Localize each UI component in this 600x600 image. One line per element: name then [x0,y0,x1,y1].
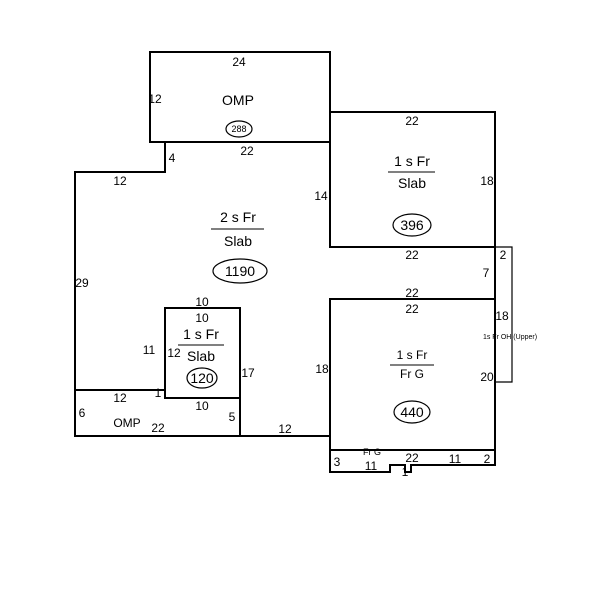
omp-top-name: OMP [222,92,254,108]
dim-omp-top-height: 12 [148,92,162,106]
overhang-name: 1s Fr OH (Upper) [483,334,537,341]
omp-top-area-ellipse [225,120,253,138]
lower-right-area-ellipse [393,400,431,424]
dim-upper-right-bottom: 22 [405,248,419,262]
dim-main-top-left: 12 [113,174,127,188]
dimension-labels: 24 12 22 4 12 29 14 22 18 22 2 7 22 22 1… [75,55,509,479]
dim-frg-11a: 11 [365,459,378,473]
dim-frg-11b: 11 [449,452,462,466]
dim-omp-top-bottom: 22 [240,144,254,158]
omp-top-area: 288 [231,124,246,134]
dim-bottom-12: 12 [278,422,292,436]
dim-upper-right-right: 18 [480,174,494,188]
dim-omp-top-width: 24 [232,55,246,69]
omp-top-outline [149,51,331,143]
dim-step-4: 4 [169,151,176,165]
main-room: 2 s Fr Slab 1190 [211,209,268,284]
dim-inner-right: 17 [241,366,255,380]
dim-lower-right-right-18: 18 [495,309,509,323]
upper-right-outline [329,111,496,248]
upper-right-line2: Slab [398,175,426,191]
small-inner-room: 1 s Fr Slab 120 [178,326,224,389]
upper-right-line1: 1 s Fr [394,153,430,169]
upper-right-area: 396 [400,217,424,233]
upper-right-room: 1 s Fr Slab 396 [388,153,435,237]
dim-upper-right-top: 22 [405,114,419,128]
main-room-area: 1190 [225,263,255,279]
small-inner-area: 120 [190,370,214,386]
dim-omp-bottom-top: 12 [113,391,127,405]
lower-right-line1: 1 s Fr [397,348,428,362]
dim-inner-top-outer: 10 [195,295,209,309]
lower-right-area: 440 [400,404,424,420]
dim-frg-22: 22 [405,451,419,465]
small-inner-area-ellipse [186,367,218,389]
frg-strip-name: Fr G [363,447,381,457]
dim-inner-top-inner: 10 [195,311,209,325]
dim-inner-bottom: 10 [195,399,209,413]
upper-right-area-ellipse [392,213,432,237]
dim-frg-3: 3 [334,455,341,469]
frg-strip-bottom [329,464,496,473]
main-room-area-ellipse [212,258,268,284]
overhang-outline [495,246,513,383]
lower-right-line2: Fr G [400,367,424,381]
main-room-line1: 2 s Fr [220,209,256,225]
dim-lower-right-top-b: 22 [405,302,419,316]
dim-notch-7: 7 [483,266,490,280]
dim-lower-right-right-20: 20 [480,370,494,384]
main-room-line2: Slab [224,233,252,249]
dim-main-right-14: 14 [314,189,328,203]
small-inner-line2: Slab [187,348,215,364]
dim-frg-1: 1 [402,465,409,479]
dim-notch-2: 2 [500,248,507,262]
dim-inner-left-outer: 11 [143,343,156,357]
walls [74,51,513,473]
small-inner-line1: 1 s Fr [183,326,219,342]
dim-inner-left-inner: 12 [167,346,181,360]
dim-inner-bottom-1: 1 [155,386,162,400]
inner-room-outline [164,307,241,399]
dim-lower-right-left: 18 [315,362,329,376]
dim-frg-2: 2 [484,452,491,466]
dim-omp-bottom-bottom: 22 [151,421,165,435]
dim-omp-bottom-right: 5 [229,410,236,424]
omp-bottom-name: OMP [113,416,140,430]
dim-lower-right-top-a: 22 [405,286,419,300]
lower-right-room: 1 s Fr Fr G 440 [390,348,434,424]
omp-top-room: OMP 288 [222,92,254,138]
dim-omp-bottom-left: 6 [79,406,86,420]
main-step-wall [74,141,166,437]
dim-main-left: 29 [75,276,89,290]
